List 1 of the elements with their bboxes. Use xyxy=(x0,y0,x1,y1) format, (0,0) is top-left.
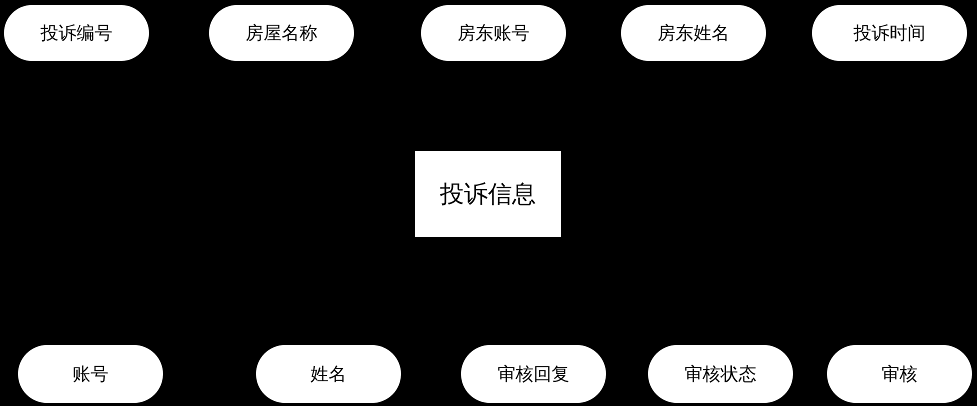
entity-box: 投诉信息 xyxy=(415,151,561,237)
